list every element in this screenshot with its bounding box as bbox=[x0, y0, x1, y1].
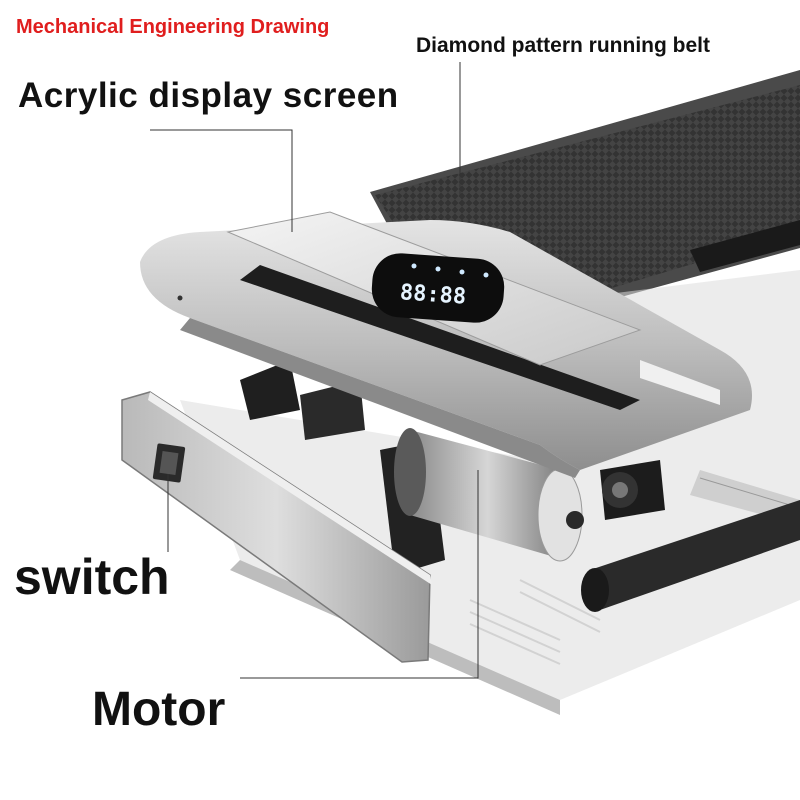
callout-switch: switch bbox=[14, 549, 170, 605]
acrylic-display-panel bbox=[226, 211, 642, 366]
leader-lines bbox=[150, 62, 479, 679]
display-readout: 88:88 bbox=[399, 280, 467, 310]
leader-motor bbox=[240, 470, 479, 679]
rear-roller bbox=[581, 500, 800, 612]
leader-display bbox=[150, 129, 293, 232]
callout-display: Acrylic display screen bbox=[18, 76, 399, 115]
display-readout-group: 88:88 bbox=[399, 263, 489, 310]
front-housing bbox=[140, 220, 752, 478]
header-title: Mechanical Engineering Drawing bbox=[16, 16, 330, 38]
motor bbox=[394, 428, 638, 562]
callout-motor: Motor bbox=[92, 683, 226, 736]
callout-belt: Diamond pattern running belt bbox=[416, 34, 710, 57]
end-cover bbox=[121, 391, 432, 663]
